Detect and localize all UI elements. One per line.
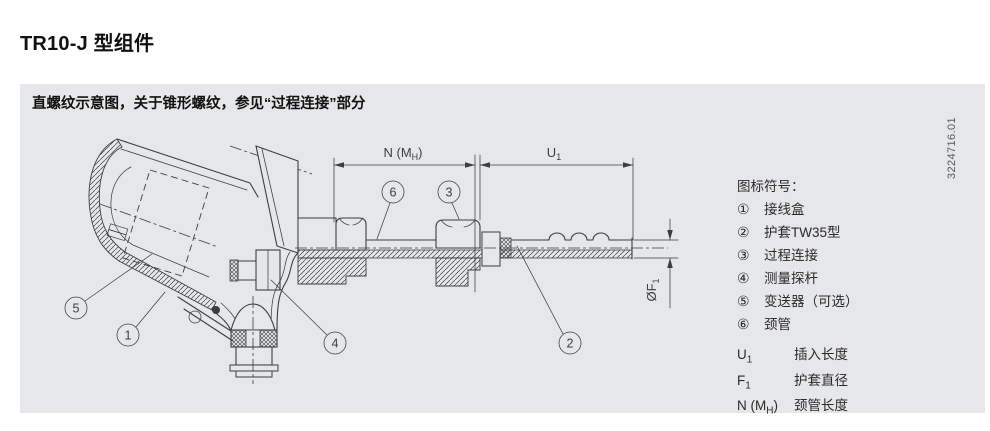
dim-label-f1: 护套直径 xyxy=(794,372,848,388)
dim-symbol-f1: F1 xyxy=(737,372,751,392)
legend-label-2: 护套TW35型 xyxy=(764,225,841,240)
symbol-legend: 图标符号： ① 接线盒 ② 护套TW35型 ③ 过程连接 ④ 测量探杆 ⑤ 变送器（可选）… xyxy=(737,175,859,336)
legend-label-1: 接线盒 xyxy=(764,202,805,217)
legend-item-4: ④ 测量探杆 xyxy=(737,267,859,290)
dim-label-n: 颈管长度 xyxy=(794,398,848,414)
legend-item-3: ③ 过程连接 xyxy=(737,244,859,267)
page-title: TR10-J 型组件 xyxy=(20,33,155,55)
legend-num-4: ④ xyxy=(737,270,750,286)
dim-row-f1: F1 护套直径 xyxy=(737,371,848,397)
legend-item-2: ② 护套TW35型 xyxy=(737,221,859,244)
legend-num-3: ③ xyxy=(737,247,750,263)
drawing-number: 3224716.01 xyxy=(946,116,958,180)
legend-item-6: ⑥ 颈管 xyxy=(737,313,859,336)
legend-label-4: 测量探杆 xyxy=(764,271,818,286)
legend-num-2: ② xyxy=(737,224,750,240)
dim-row-u1: U1 插入长度 xyxy=(737,345,848,371)
legend-label-5: 变送器（可选） xyxy=(764,294,859,309)
dim-label-u1: 插入长度 xyxy=(794,347,848,362)
diagram-panel: 直螺纹示意图，关于锥形螺纹，参见“过程连接”部分 图标符号： ① 接线盒 ② 护套T… xyxy=(20,84,985,417)
dim-symbol-n: N (MH) xyxy=(737,398,778,418)
dimension-abbreviations: U1 插入长度 F1 护套直径 N (MH) 颈管长度 xyxy=(737,345,848,422)
legend-title: 图标符号： xyxy=(737,179,805,194)
dim-symbol-u1: U1 xyxy=(737,347,753,366)
legend-label-6: 颈管 xyxy=(764,317,791,332)
legend-item-1: ① 接线盒 xyxy=(737,198,859,221)
legend-num-6: ⑥ xyxy=(737,316,750,332)
legend-num-1: ① xyxy=(737,201,750,217)
legend-item-5: ⑤ 变送器（可选） xyxy=(737,290,859,313)
legend-num-5: ⑤ xyxy=(737,293,750,309)
panel-header: 直螺纹示意图，关于锥形螺纹，参见“过程连接”部分 xyxy=(32,96,366,112)
legend-label-3: 过程连接 xyxy=(764,248,818,263)
dim-row-n: N (MH) 颈管长度 xyxy=(737,396,848,422)
